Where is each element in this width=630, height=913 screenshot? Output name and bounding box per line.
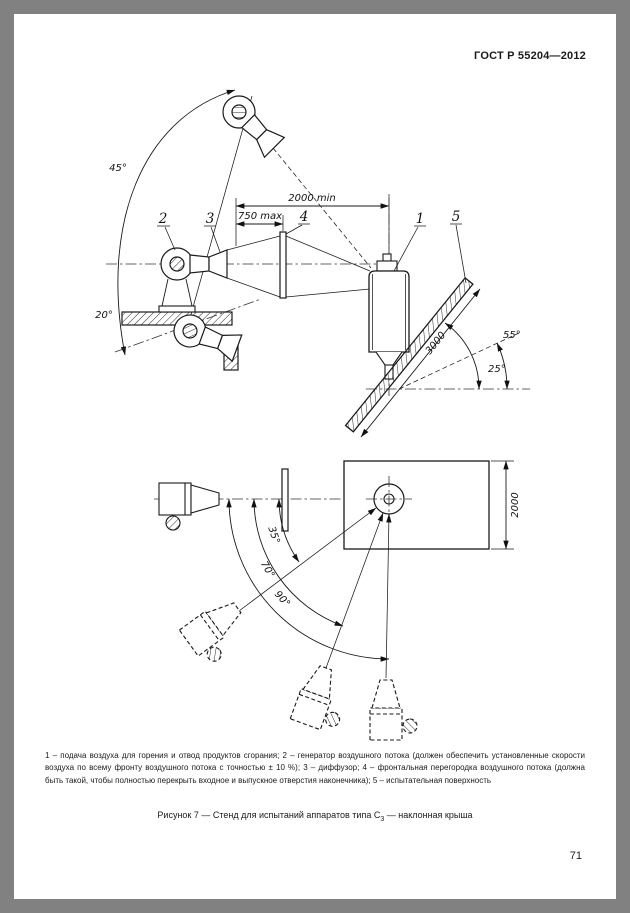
baffle-plate-plan: [281, 468, 289, 532]
plan-view: [154, 460, 514, 741]
tilt-20-centerline: [114, 298, 262, 353]
angle-90-label: 90°: [272, 589, 292, 610]
test-surface-plan: [343, 460, 490, 550]
swing-arm-line: [184, 95, 253, 337]
plan-blower-35deg: [178, 594, 257, 669]
caption-suffix: — наклонная крыша: [384, 810, 473, 820]
plan-blower-70deg: [289, 661, 356, 736]
angle-35-label: 35°: [265, 525, 281, 545]
angle-55-label: 55°: [503, 330, 521, 341]
dim-750max-label: 750 max: [238, 211, 282, 222]
radial-70: [325, 512, 384, 669]
angle-25-label: 25°: [488, 364, 506, 375]
flow-line-bottom2: [285, 288, 371, 298]
figure-legend: 1 – подача воздуха для горения и отвод п…: [45, 751, 585, 785]
callout-3: 3: [206, 211, 215, 227]
callout-2: 2: [158, 211, 168, 227]
standard-number: ГОСТ Р 55204—2012: [474, 50, 586, 62]
callout-leaders: [157, 223, 467, 284]
plan-blower: [158, 482, 220, 531]
figure-caption: Рисунок 7 — Стенд для испытаний аппарато…: [14, 810, 616, 823]
document-page: ГОСТ Р 55204—2012: [14, 14, 616, 899]
swing-arc-45: [117, 89, 236, 356]
dim-line-3000: [360, 288, 481, 438]
callout-1: 1: [416, 211, 425, 227]
callout-4: 4: [299, 209, 309, 225]
flow-line-from-45deg: [272, 147, 372, 269]
flow-line-bottom: [226, 277, 281, 298]
flow-line-top2: [285, 235, 371, 272]
angle-70-label: 70°: [258, 559, 276, 580]
figure-7-diagram: 2000 min 750 max 3000 2000 45° 20° 55° 2…: [95, 88, 530, 741]
callout-5: 5: [452, 209, 461, 225]
air-generator-blower: [158, 247, 228, 313]
side-view: [106, 88, 530, 438]
radial-35: [238, 507, 377, 612]
page-number: 71: [569, 850, 582, 862]
plan-blower-90deg: [369, 679, 418, 741]
caption-subscript: 3: [380, 815, 385, 823]
angle-45-label: 45°: [109, 163, 127, 174]
roof-arc-55: [444, 322, 482, 390]
roof-arc-25: [496, 342, 510, 390]
angle-20-label: 20°: [95, 310, 113, 321]
caption-prefix: Рисунок 7 — Стенд для испытаний аппарато…: [157, 810, 381, 820]
dim-2000-label: 2000: [510, 492, 521, 517]
flow-line-top: [226, 235, 281, 251]
baffle-plate-side: [279, 231, 287, 299]
dim-2000min-label: 2000 min: [288, 193, 336, 204]
radial-90: [385, 513, 392, 679]
arc-90: [226, 498, 390, 662]
